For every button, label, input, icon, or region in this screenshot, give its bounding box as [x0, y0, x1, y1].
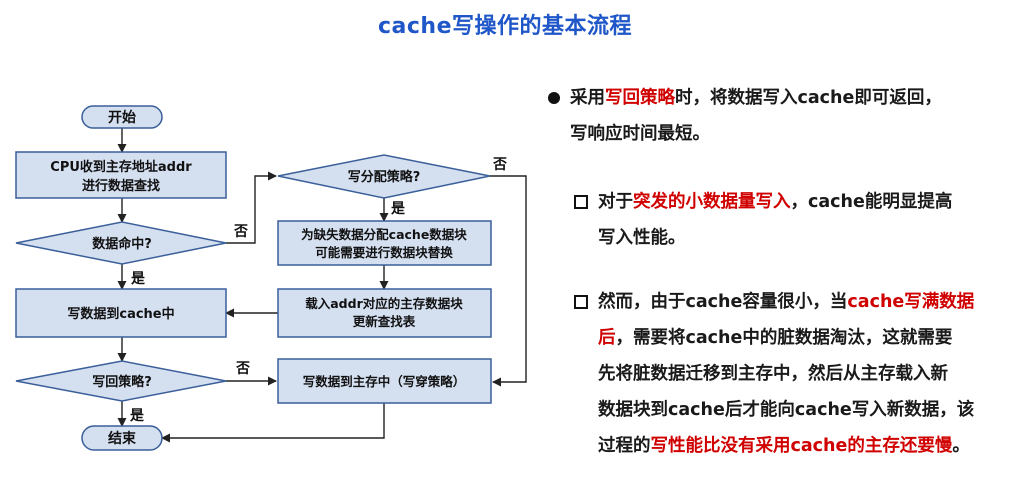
- alloc-box: [277, 220, 492, 266]
- edge-alloc-no: [490, 175, 527, 387]
- start-label: 开始: [108, 109, 136, 126]
- lookup-label-2: 进行数据查找: [82, 178, 160, 194]
- note3-part-e: 先将脏数据迁移到主存中，然后从主存载入新: [598, 364, 948, 384]
- end-label: 结束: [108, 430, 137, 447]
- bullet-square-icon: [574, 195, 588, 209]
- note3-part-d: ，需要将cache中的脏数据淘汰，这就需要: [615, 328, 953, 348]
- write-mem-label: 写数据到主存中（写穿策略）: [303, 374, 466, 389]
- load-label-1: 载入addr对应的主存数据块: [305, 296, 463, 311]
- note3-part-i: 。: [952, 436, 970, 456]
- note2-part-d: ，cache能明显提高: [790, 192, 953, 212]
- bullet-dot-icon: [548, 92, 560, 104]
- hit-label: 数据命中?: [92, 236, 152, 252]
- edge-writemem-end: [161, 403, 385, 443]
- alloc-label-1: 为缺失数据分配cache数据块: [301, 227, 467, 242]
- note-burst-text: 对于突发的小数据量写入，cache能明显提高 写入性能。: [574, 184, 999, 256]
- hit-no-label: 否: [233, 224, 248, 240]
- writeback-decision: [15, 360, 227, 402]
- note-full-cache-text: 然而，由于cache容量很小，当cache写满数据 后，需要将cache中的脏数…: [574, 284, 999, 464]
- lookup-label-1: CPU收到主存地址addr: [50, 159, 192, 175]
- note3-emphasis-2: 后: [598, 328, 616, 348]
- note1-part-c: 时，将数据写入cache即可返回，: [675, 88, 942, 108]
- write-flowchart: 开始 CPU收到主存地址addr 进行数据查找 数据命中? 写数据到cache中…: [15, 105, 527, 451]
- note-writeback: 采用写回策略时，将数据写入cache即可返回， 写响应时间最短。: [548, 80, 1003, 152]
- write-cache-label: 写数据到cache中: [67, 306, 174, 322]
- writeback-yes-label: 是: [130, 408, 145, 424]
- lookup-box: [15, 151, 227, 199]
- note-full-cache: 然而，由于cache容量很小，当cache写满数据 后，需要将cache中的脏数…: [574, 284, 999, 464]
- hit-decision: [15, 221, 227, 265]
- writeback-no-label: 否: [235, 361, 250, 377]
- alloc-decision: [277, 154, 491, 199]
- edge-hit-no: [226, 171, 277, 244]
- note1-part-a: 采用: [570, 88, 605, 108]
- bullet-square-icon: [574, 295, 588, 309]
- note3-part-a: 然而，由于cache容量很小，当: [598, 292, 848, 312]
- write-mem-box: [277, 358, 492, 404]
- note2-emphasis-2: 小数据量写入: [685, 192, 791, 212]
- flow-connectors: [117, 128, 527, 443]
- load-label-2: 更新查找表: [353, 314, 416, 329]
- note1-emphasis: 写回策略: [605, 88, 675, 108]
- load-box: [277, 288, 492, 338]
- note3-part-f: 数据块到cache后才能向cache写入新数据，该: [598, 400, 975, 420]
- end-node: [81, 425, 163, 451]
- write-cache-box: [15, 288, 227, 338]
- alloc-no-label: 否: [492, 157, 507, 173]
- alloc-label-2: 可能需要进行数据块替换: [315, 245, 453, 260]
- note3-emphasis-1: cache写满数据: [847, 292, 975, 312]
- note1-part-d: 写响应时间最短。: [570, 124, 710, 144]
- alloc-question-label: 写分配策略?: [348, 169, 421, 185]
- start-node: [81, 105, 163, 129]
- note2-part-e: 写入性能。: [598, 228, 686, 248]
- note2-emphasis-1: 突发的: [633, 192, 686, 212]
- note3-part-g: 过程的: [598, 436, 651, 456]
- alloc-yes-label: 是: [391, 201, 406, 217]
- note-writeback-text: 采用写回策略时，将数据写入cache即可返回， 写响应时间最短。: [548, 80, 1003, 152]
- note3-emphasis-3: 写性能比没有采用cache的主存还要慢: [650, 436, 953, 456]
- note-burst: 对于突发的小数据量写入，cache能明显提高 写入性能。: [574, 184, 999, 256]
- note2-part-a: 对于: [598, 192, 633, 212]
- hit-yes-label: 是: [131, 271, 146, 287]
- page-title: cache写操作的基本流程: [377, 14, 632, 39]
- writeback-label: 写回策略?: [92, 374, 152, 390]
